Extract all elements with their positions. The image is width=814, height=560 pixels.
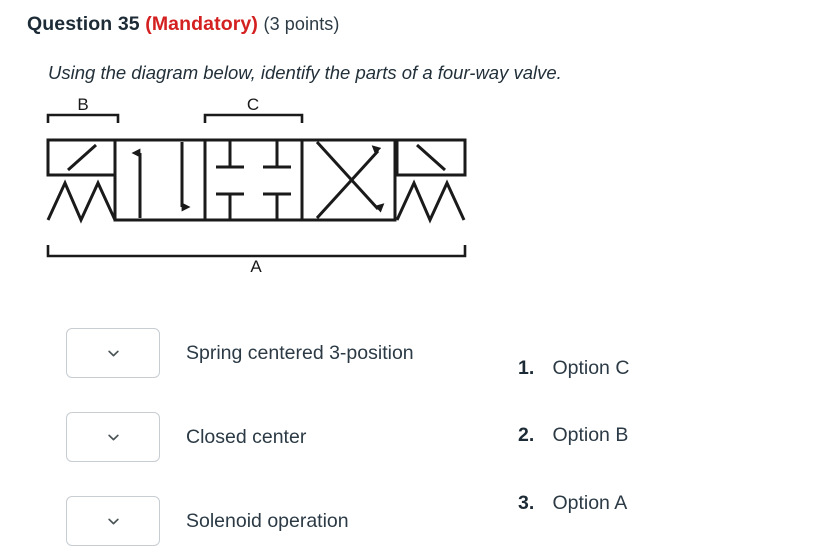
answer-dropdown-0[interactable]	[66, 328, 160, 378]
option-number-2: 3.	[518, 492, 535, 514]
question-title: Question 35	[27, 13, 140, 35]
chevron-down-icon	[107, 350, 119, 356]
option-item: 3. Option A	[518, 488, 627, 518]
diagram-label-c: C	[247, 95, 259, 114]
left-solenoid-box	[46, 138, 117, 177]
chevron-down-icon	[107, 518, 119, 524]
points-label: (3 points)	[263, 14, 340, 34]
envelope-crossed-flow	[300, 138, 397, 222]
option-number-0: 1.	[518, 357, 535, 379]
question-prompt: Using the diagram below, identify the pa…	[48, 62, 562, 83]
left-spring	[46, 179, 117, 224]
answer-dropdown-2[interactable]	[66, 496, 160, 546]
right-spring	[395, 179, 466, 224]
question-header: Question 35 (Mandatory) (3 points)	[27, 13, 340, 36]
option-number-1: 2.	[518, 424, 535, 446]
option-text-1: Option B	[552, 424, 629, 446]
bracket-c	[203, 113, 304, 123]
envelope-closed-center	[203, 138, 304, 222]
answer-label-1: Closed center	[186, 426, 307, 448]
mandatory-badge: (Mandatory)	[145, 13, 258, 35]
right-solenoid-box	[395, 138, 467, 177]
chevron-down-icon	[107, 434, 119, 440]
option-item: 2. Option B	[518, 420, 628, 450]
valve-diagram: B C A	[40, 95, 480, 275]
option-text-0: Option C	[552, 357, 630, 379]
option-item: 1. Option C	[518, 353, 629, 383]
answer-label-2: Solenoid operation	[186, 510, 349, 532]
option-text-2: Option A	[552, 492, 628, 514]
diagram-label-b: B	[77, 95, 88, 114]
diagram-label-a: A	[250, 257, 262, 275]
envelope-parallel-flow	[113, 138, 207, 222]
answer-dropdown-1[interactable]	[66, 412, 160, 462]
answer-label-0: Spring centered 3-position	[186, 342, 414, 364]
bracket-a	[46, 245, 467, 258]
bracket-b	[46, 113, 120, 123]
